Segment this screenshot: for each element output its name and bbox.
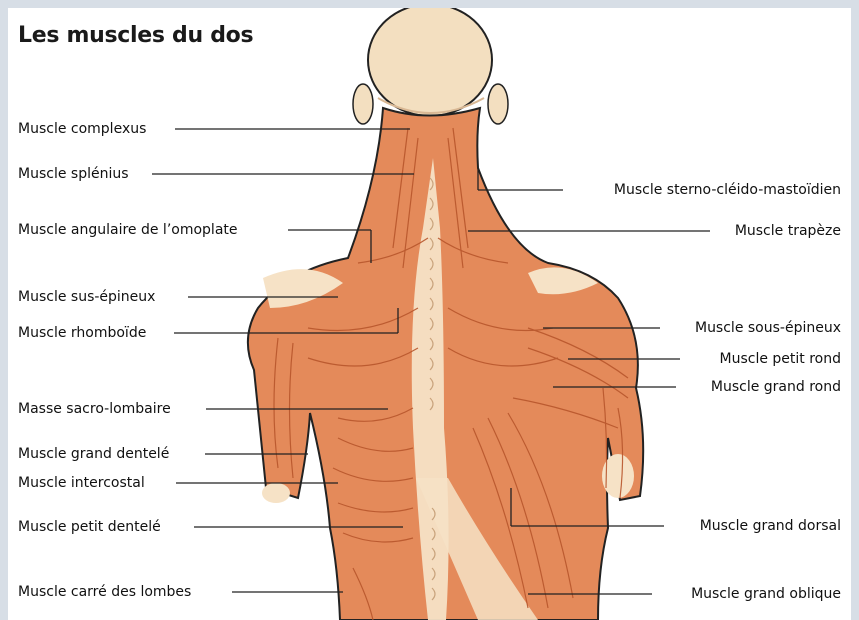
label-splenius: Muscle splénius	[18, 165, 129, 183]
label-petit-rond: Muscle petit rond	[720, 350, 842, 368]
label-grand-rond: Muscle grand rond	[711, 378, 841, 396]
label-complexus: Muscle complexus	[18, 120, 146, 138]
label-sacro-lombaire: Masse sacro-lombaire	[18, 400, 171, 418]
head	[353, 8, 508, 124]
label-sterno-cleido-mastoidien: Muscle sterno-cléido-mastoïdien	[614, 181, 841, 199]
label-angulaire-omoplate: Muscle angulaire de l’omoplate	[18, 221, 238, 239]
label-sus-epineux: Muscle sus-épineux	[18, 288, 155, 306]
label-carre-lombes: Muscle carré des lombes	[18, 583, 191, 601]
label-sous-epineux: Muscle sous-épineux	[695, 319, 841, 337]
diagram-title: Les muscles du dos	[18, 23, 253, 48]
torso-muscles	[248, 108, 643, 620]
label-rhomboide: Muscle rhomboïde	[18, 324, 146, 342]
diagram-panel: Les muscles du dos Muscle complexus Musc…	[8, 8, 851, 620]
label-intercostal: Muscle intercostal	[18, 474, 145, 492]
label-grand-dorsal: Muscle grand dorsal	[700, 517, 841, 535]
label-grand-dentele: Muscle grand dentelé	[18, 445, 169, 463]
label-petit-dentele: Muscle petit dentelé	[18, 518, 161, 536]
label-grand-oblique: Muscle grand oblique	[691, 585, 841, 603]
label-trapeze: Muscle trapèze	[735, 222, 841, 240]
